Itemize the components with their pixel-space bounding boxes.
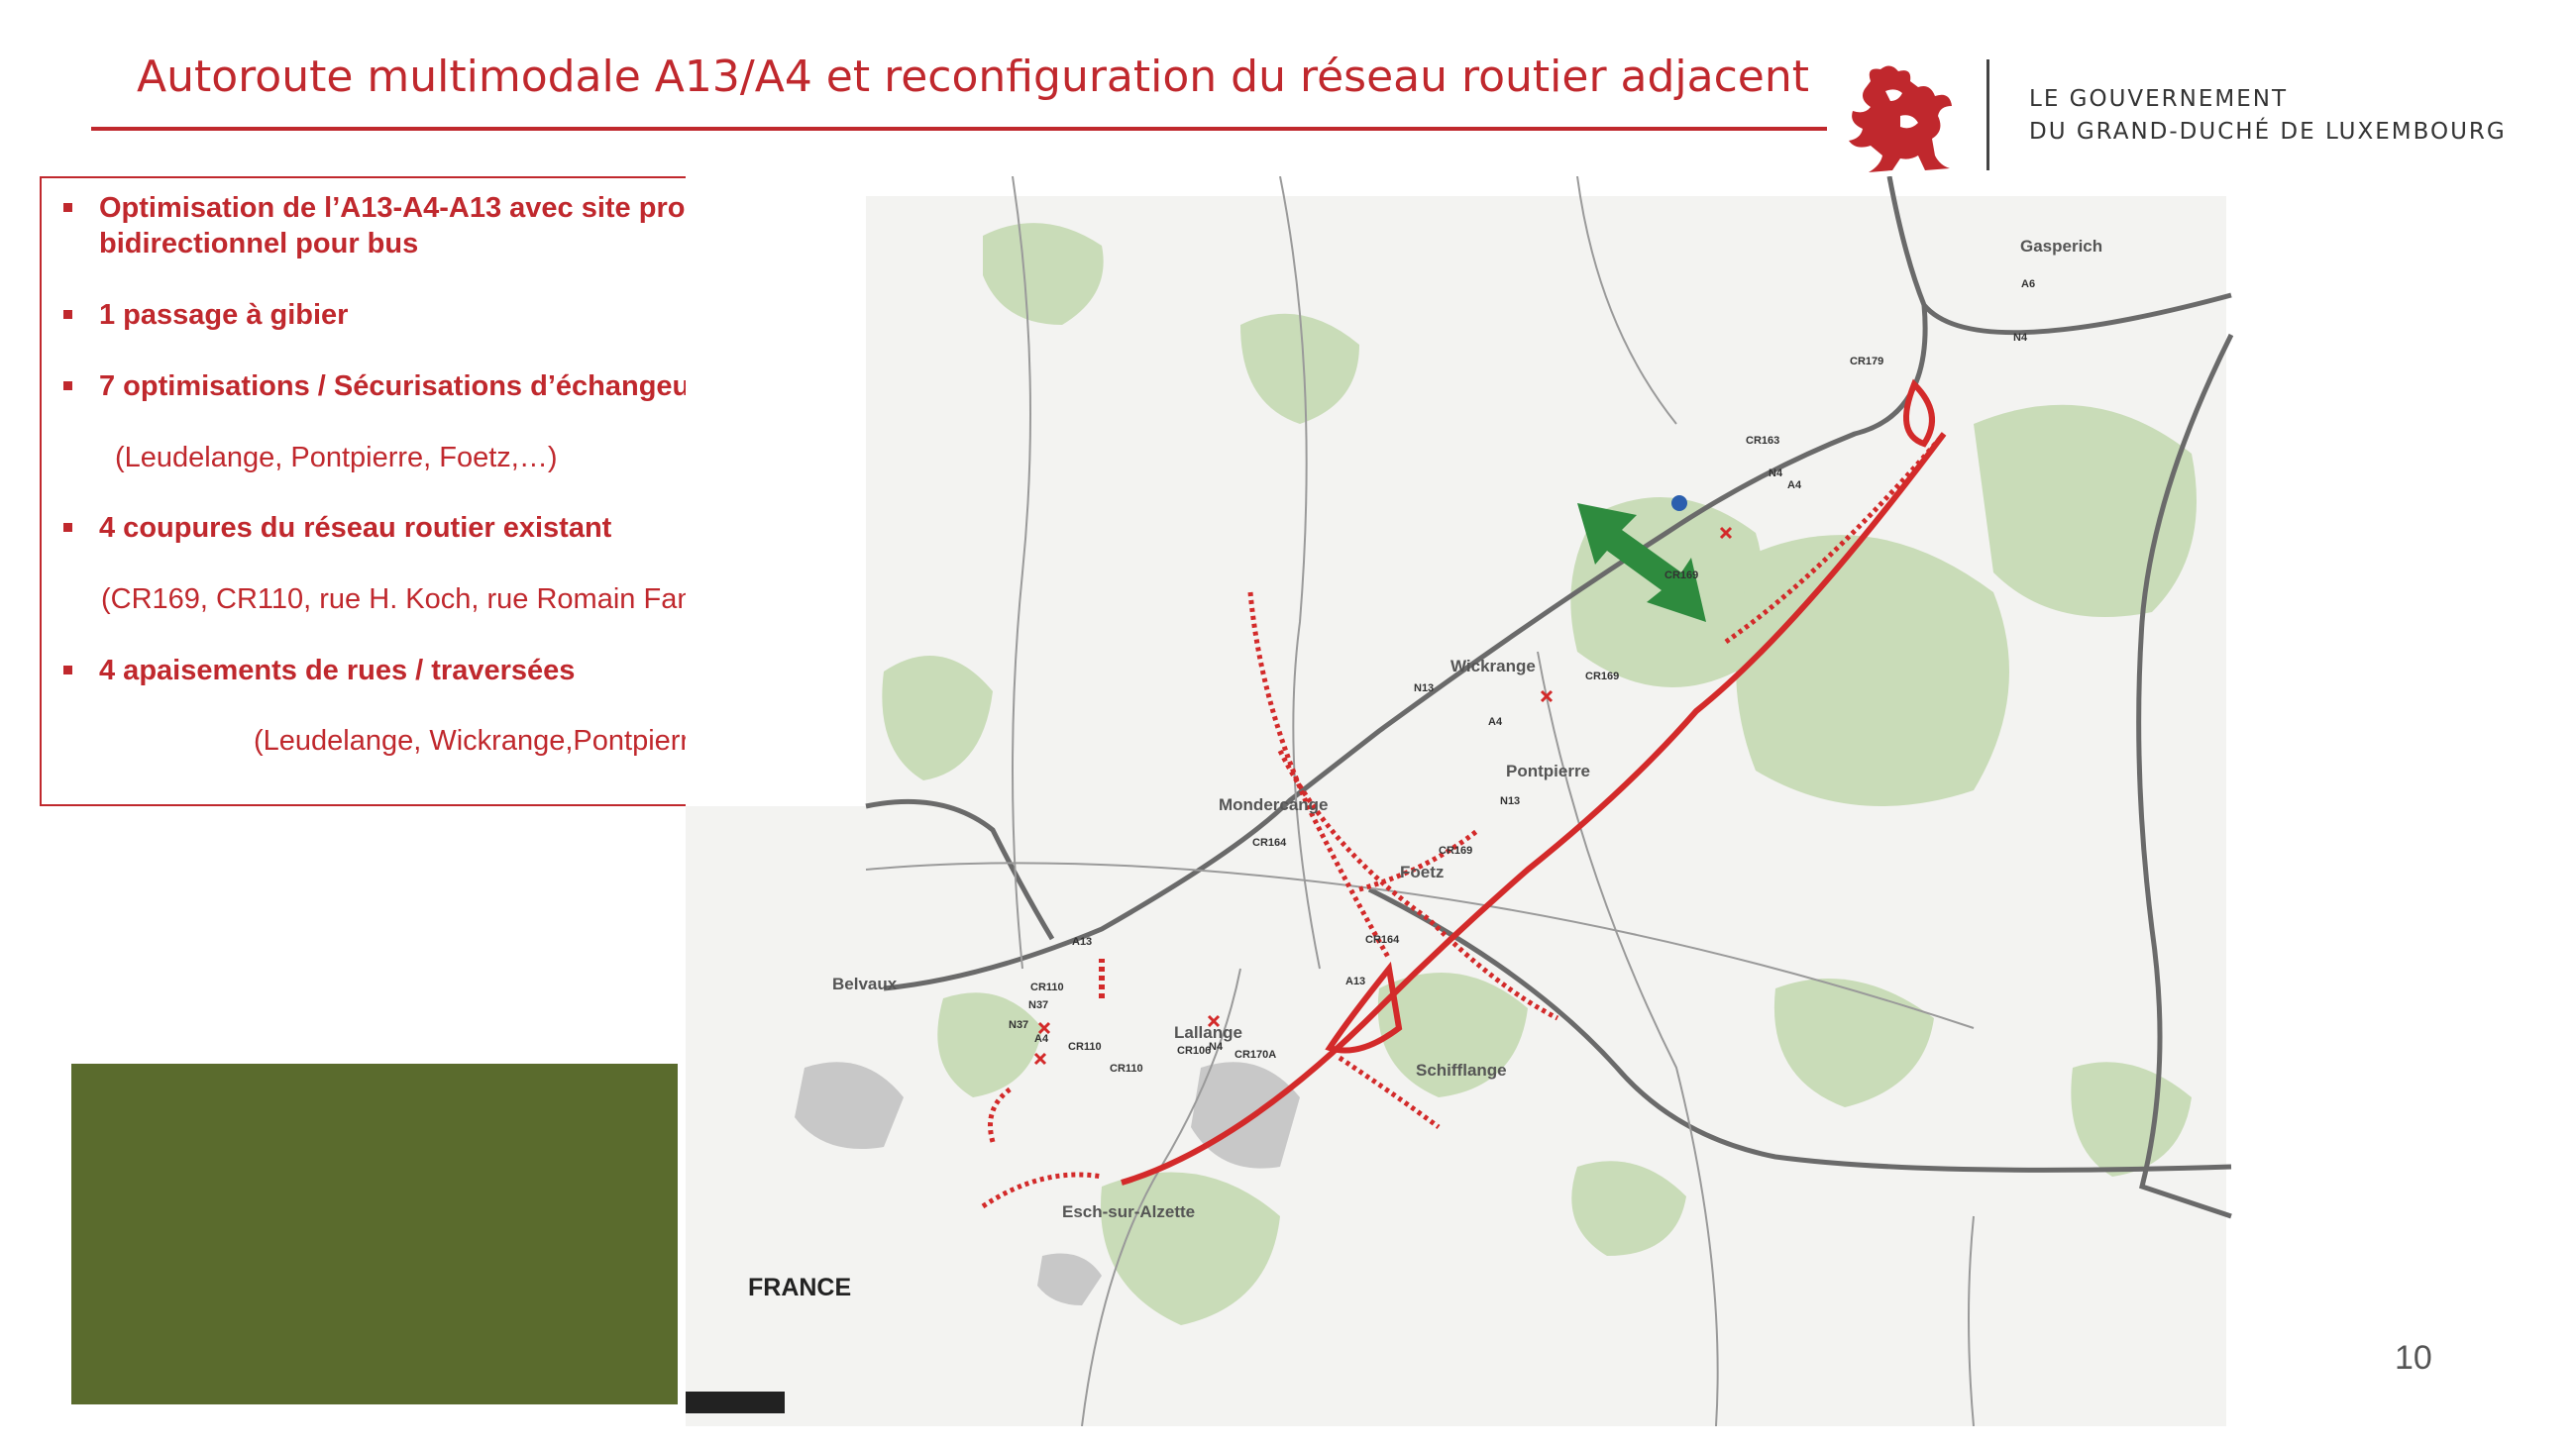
road-n4-mid: N4 xyxy=(1769,467,1783,479)
road-network-map: Gasperich Wickrange Pontpierre Mondercan… xyxy=(686,176,2236,1426)
project-roads xyxy=(1099,378,1947,1186)
minor-roads xyxy=(865,176,1975,1426)
bullet-3-sub: (Leudelange, Pontpierre, Foetz,…) xyxy=(115,442,558,473)
place-belvaux: Belvaux xyxy=(832,975,898,993)
road-n4-low: N4 xyxy=(1209,1041,1224,1053)
road-cr110-a: CR110 xyxy=(1030,982,1064,993)
wildlife-passage-arrow-icon xyxy=(1577,503,1706,622)
place-wickrange: Wickrange xyxy=(1450,657,1536,675)
bullet-4-sub: (CR169, CR110, rue H. Koch, rue Romain F… xyxy=(101,583,741,615)
road-closure-marks xyxy=(1033,526,1733,1066)
road-cr169-low: CR169 xyxy=(1439,845,1472,857)
place-pontpierre: Pontpierre xyxy=(1506,762,1590,780)
bullet-square xyxy=(63,523,72,532)
government-name: LE GOUVERNEMENT DU GRAND-DUCHÉ DE LUXEMB… xyxy=(2029,83,2507,149)
place-mondercange: Mondercange xyxy=(1219,795,1329,814)
road-cr164-b: CR164 xyxy=(1365,934,1400,946)
bullet-1-line-2: bidirectionnel pour bus xyxy=(99,228,419,259)
road-a4-mid: A4 xyxy=(1488,716,1503,728)
bullet-3: 7 optimisations / Sécurisations d’échang… xyxy=(63,368,717,404)
olive-block xyxy=(71,1064,678,1404)
bullet-square xyxy=(63,203,72,212)
bullet-1: Optimisation de l’A13-A4-A13 avec site p… xyxy=(63,190,832,261)
road-a13-right: A13 xyxy=(1345,976,1365,987)
place-schifflange: Schifflange xyxy=(1416,1061,1507,1080)
road-cr170a: CR170A xyxy=(1234,1049,1276,1061)
road-n4-top: N4 xyxy=(2013,332,2028,344)
slide-title: Autoroute multimodale A13/A4 et reconfig… xyxy=(137,52,1810,102)
road-n13-bottom: N13 xyxy=(1500,795,1520,807)
scale-bar xyxy=(686,1392,785,1413)
road-cr110-c: CR110 xyxy=(1110,1063,1143,1075)
bullet-2: 1 passage à gibier xyxy=(63,297,349,333)
bullet-2-text: 1 passage à gibier xyxy=(99,299,349,331)
place-france: FRANCE xyxy=(748,1274,851,1301)
road-a13-left: A13 xyxy=(1072,936,1092,948)
bullet-5-text: 4 apaisements de rues / traversées xyxy=(99,655,576,686)
bullet-square xyxy=(63,310,72,319)
road-cr169-top: CR169 xyxy=(1664,569,1698,581)
bullet-5: 4 apaisements de rues / traversées xyxy=(63,653,576,688)
road-a4-low: A4 xyxy=(1034,1033,1049,1045)
place-foetz: Foetz xyxy=(1400,863,1444,881)
road-cr106: CR106 xyxy=(1177,1045,1211,1057)
place-esch: Esch-sur-Alzette xyxy=(1062,1202,1195,1221)
road-cr163: CR163 xyxy=(1746,435,1779,447)
road-n13-top: N13 xyxy=(1414,682,1434,694)
place-lallange: Lallange xyxy=(1174,1023,1242,1042)
grey-motorways xyxy=(865,176,2234,1219)
road-n37-a: N37 xyxy=(1028,999,1048,1011)
road-cr179: CR179 xyxy=(1850,356,1883,367)
bullet-4-text: 4 coupures du réseau routier existant xyxy=(99,512,612,544)
gov-line-2: DU GRAND-DUCHÉ DE LUXEMBOURG xyxy=(2029,119,2507,145)
road-cr169-mid: CR169 xyxy=(1585,671,1619,682)
bullet-1-line-1: Optimisation de l’A13-A4-A13 avec site p… xyxy=(99,192,730,224)
road-a4-top: A4 xyxy=(1787,479,1802,491)
bus-stop-icon xyxy=(1671,495,1687,511)
project-dashed xyxy=(981,432,1946,1209)
place-gasperich: Gasperich xyxy=(2020,237,2102,256)
road-n37-b: N37 xyxy=(1009,1019,1028,1031)
road-cr110-b: CR110 xyxy=(1068,1041,1102,1053)
page-number: 10 xyxy=(2395,1339,2432,1377)
bullet-square xyxy=(63,666,72,674)
road-a6: A6 xyxy=(2021,278,2035,290)
bullet-3-text: 7 optimisations / Sécurisations d’échang… xyxy=(99,370,717,402)
red-lion-logo-icon xyxy=(1849,65,1952,172)
bullet-square xyxy=(63,381,72,390)
bullet-4: 4 coupures du réseau routier existant xyxy=(63,510,612,546)
road-cr164-a: CR164 xyxy=(1252,837,1287,849)
title-rule xyxy=(91,127,1827,131)
logo-divider xyxy=(1986,59,1989,170)
gov-line-1: LE GOUVERNEMENT xyxy=(2029,86,2289,112)
